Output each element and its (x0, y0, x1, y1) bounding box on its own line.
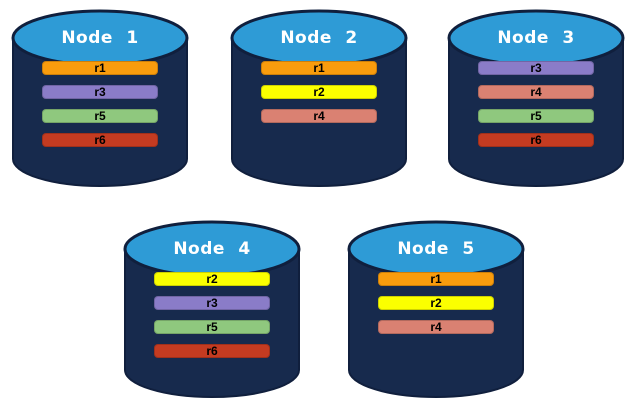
replica-label: r6 (206, 344, 218, 358)
replica-list: r1 r3 r5 r6 (10, 61, 190, 147)
node-1-cylinder: Node 1 r1 r3 r5 r6 (10, 7, 190, 189)
replica-label: r2 (206, 272, 218, 286)
node-3-cylinder: Node 3 r3 r4 r5 r6 (446, 7, 626, 189)
replica-bar: r3 (478, 61, 594, 75)
replica-label: r1 (313, 61, 325, 75)
replica-bar: r5 (154, 320, 270, 334)
replica-label: r5 (206, 320, 218, 334)
replica-bar: r1 (261, 61, 377, 75)
replica-list: r2 r3 r5 r6 (122, 272, 302, 358)
replica-bar: r4 (261, 109, 377, 123)
replica-list: r1 r2 r4 (346, 272, 526, 334)
replica-bar: r6 (154, 344, 270, 358)
replica-bar: r1 (378, 272, 494, 286)
replica-label: r2 (313, 85, 325, 99)
replica-label: r2 (430, 296, 442, 310)
replica-bar: r2 (154, 272, 270, 286)
replica-label: r3 (206, 296, 218, 310)
replica-label: r5 (530, 109, 542, 123)
replica-bar: r4 (378, 320, 494, 334)
database-cylinder-icon (123, 220, 301, 398)
node-4-cylinder: Node 4 r2 r3 r5 r6 (122, 218, 302, 400)
node-5-cylinder: Node 5 r1 r2 r4 (346, 218, 526, 400)
replica-label: r5 (94, 109, 106, 123)
replica-bar: r2 (378, 296, 494, 310)
replica-bar: r6 (478, 133, 594, 147)
replica-label: r4 (530, 85, 542, 99)
replica-bar: r1 (42, 61, 158, 75)
replica-list: r3 r4 r5 r6 (446, 61, 626, 147)
replica-bar: r3 (154, 296, 270, 310)
replica-list: r1 r2 r4 (229, 61, 409, 123)
replica-label: r1 (94, 61, 106, 75)
replica-label: r4 (313, 109, 325, 123)
replica-label: r1 (430, 272, 442, 286)
replica-bar: r4 (478, 85, 594, 99)
replica-label: r3 (530, 61, 542, 75)
replica-bar: r2 (261, 85, 377, 99)
replica-label: r3 (94, 85, 106, 99)
replica-bar: r5 (478, 109, 594, 123)
node-2-cylinder: Node 2 r1 r2 r4 (229, 7, 409, 189)
replica-label: r6 (94, 133, 106, 147)
replica-label: r4 (430, 320, 442, 334)
replica-bar: r3 (42, 85, 158, 99)
replica-bar: r6 (42, 133, 158, 147)
replica-label: r6 (530, 133, 542, 147)
replica-bar: r5 (42, 109, 158, 123)
